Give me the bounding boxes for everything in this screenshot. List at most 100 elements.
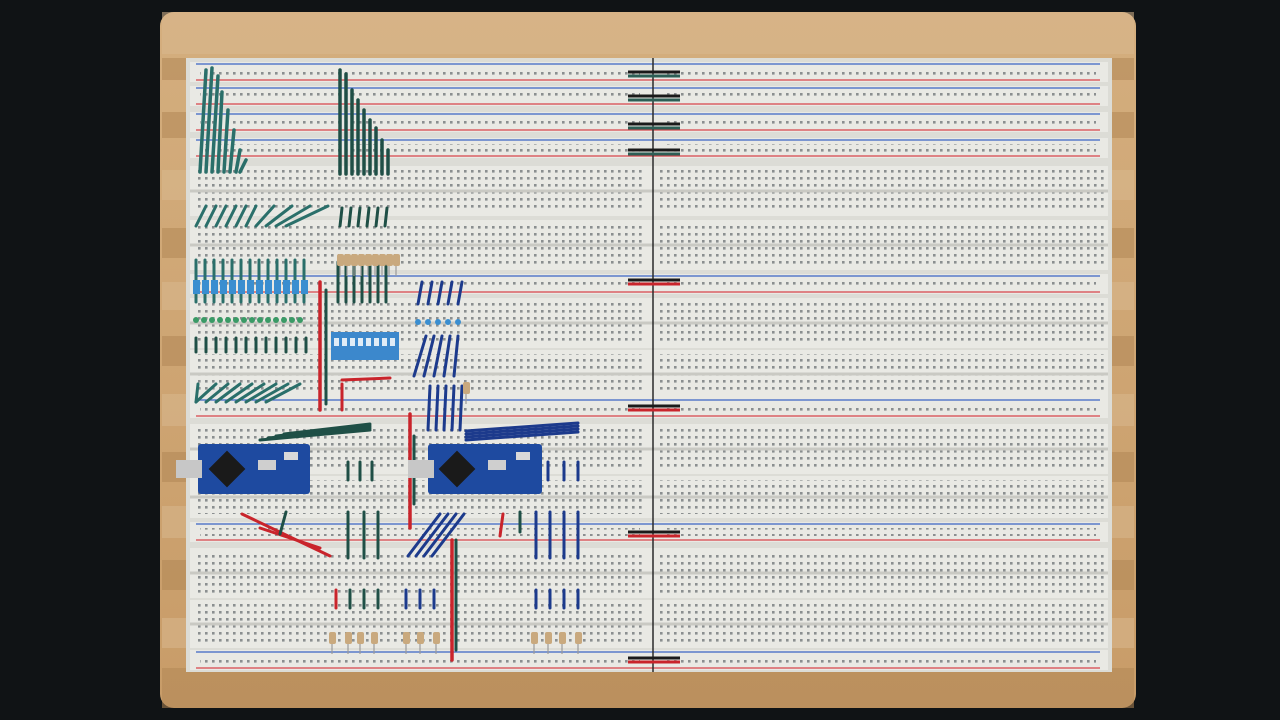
jumper-wire [204, 204, 218, 228]
led [233, 317, 239, 323]
dip-key [366, 338, 371, 346]
dip-key [342, 338, 347, 346]
jumper-wire [422, 512, 458, 558]
jumper-wire [254, 382, 290, 404]
jumper-wire [412, 334, 428, 378]
resistor [357, 632, 364, 644]
dip-key [390, 338, 395, 346]
resistor [274, 280, 281, 294]
resistor [575, 632, 582, 644]
led [425, 319, 431, 325]
resistor [433, 632, 440, 644]
center-jumpers [628, 70, 680, 664]
dip-key [382, 338, 387, 346]
dip-key [358, 338, 363, 346]
jumper-wire [458, 384, 464, 432]
jumper-wire [264, 204, 294, 228]
jumper-wire [374, 206, 380, 228]
jumper-wire [274, 204, 312, 228]
jumper-wire [234, 148, 242, 174]
jumper-wire [452, 334, 460, 378]
jumper-wire [464, 427, 580, 439]
microcontroller-board [408, 444, 542, 494]
led [201, 317, 207, 323]
jumper-wire [406, 512, 442, 558]
resistor [372, 254, 379, 266]
jumper-wire [234, 382, 266, 404]
resistor [329, 632, 336, 644]
led [241, 317, 247, 323]
jumper-wire [194, 204, 208, 228]
jumper-wire [238, 158, 248, 174]
resistor [345, 632, 352, 644]
dip-key [374, 338, 379, 346]
breadboard-rows [190, 62, 1108, 670]
led [445, 319, 451, 325]
jumper-wire [198, 68, 208, 174]
jumper-wire [414, 512, 450, 558]
resistor [292, 280, 299, 294]
jumper-wire [464, 421, 580, 433]
resistor [393, 254, 400, 266]
resistor [344, 254, 351, 266]
jumper-wire [216, 90, 224, 174]
jumper-wire [436, 280, 444, 306]
resistor [247, 280, 254, 294]
resistor [238, 280, 245, 294]
led [273, 317, 279, 323]
jumper-wire [432, 334, 444, 378]
jumper-wire [430, 512, 466, 558]
resistor [202, 280, 209, 294]
resistor [193, 280, 200, 294]
led [435, 319, 441, 325]
jumper-wire [224, 204, 238, 228]
resistors [329, 254, 582, 654]
jumper-wire [278, 510, 288, 536]
jumper-wire [244, 204, 258, 228]
resistor [211, 280, 218, 294]
jumper-wire [214, 204, 228, 228]
jumper-wire [434, 384, 440, 432]
led [281, 317, 287, 323]
jumper-wire [383, 206, 389, 228]
resistor [379, 254, 386, 266]
resistor [545, 632, 552, 644]
resistor [229, 280, 236, 294]
jumper-wire [338, 206, 344, 228]
jumper-wire [426, 384, 432, 432]
led [289, 317, 295, 323]
led [249, 317, 255, 323]
jumper-wire [228, 128, 236, 174]
resistor [531, 632, 538, 644]
jumper-wire [204, 382, 230, 404]
dip-key [334, 338, 339, 346]
resistor [256, 280, 263, 294]
microcontroller-board [176, 444, 310, 494]
power-rail [190, 398, 1108, 418]
jumper-wire [498, 512, 505, 538]
jumper-wire [244, 382, 278, 404]
resistor [351, 254, 358, 266]
jumper-wire [446, 280, 454, 306]
resistor [265, 280, 272, 294]
led [265, 317, 271, 323]
jumper-wire [340, 376, 392, 382]
resistor [371, 632, 378, 644]
led [225, 317, 231, 323]
jumper-wire [464, 424, 580, 436]
jumper-wire [234, 204, 248, 228]
jumper-wire [365, 206, 371, 228]
jumper-wire [450, 384, 456, 432]
jumper-wire [442, 334, 452, 378]
resistor [220, 280, 227, 294]
led [193, 317, 199, 323]
jumper-wire [258, 526, 322, 550]
jumper-wire [214, 382, 242, 404]
resistor [337, 254, 344, 266]
led [217, 317, 223, 323]
jumper-wires [193, 66, 580, 662]
jumper-wire [210, 74, 220, 174]
power-rail [190, 138, 1108, 158]
power-rail [190, 112, 1108, 132]
